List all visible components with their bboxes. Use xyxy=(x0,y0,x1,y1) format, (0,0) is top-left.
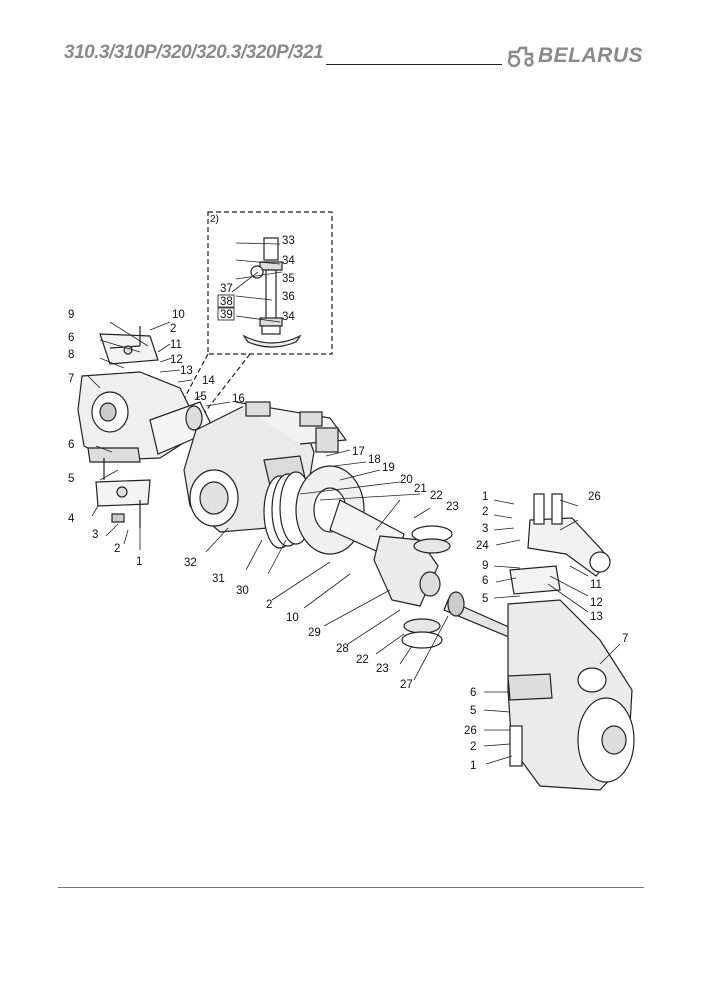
belarus-logo: BELARUS xyxy=(506,44,648,68)
callout-labels: 10 9 2 6 11 8 12 7 13 14 15 16 6 17 18 5… xyxy=(68,309,628,772)
callout: 12 xyxy=(170,354,183,366)
tractor-icon xyxy=(507,46,534,68)
callout: 17 xyxy=(352,446,365,458)
callout: 15 xyxy=(194,391,207,403)
callout: 2 xyxy=(482,506,488,518)
callout: 7 xyxy=(622,633,628,645)
callout: 2 xyxy=(470,741,476,753)
callout: 18 xyxy=(368,454,381,466)
callout: 32 xyxy=(184,557,197,569)
header-rule xyxy=(326,64,502,65)
callout: 6 xyxy=(68,439,74,451)
callout: 6 xyxy=(482,575,488,587)
callout: 30 xyxy=(236,585,249,597)
footer-rule xyxy=(58,887,644,888)
inset-label-37: 37 xyxy=(220,283,233,295)
callout: 6 xyxy=(68,332,74,344)
callout: 1 xyxy=(470,760,476,772)
callout: 22 xyxy=(356,654,369,666)
callout: 5 xyxy=(68,473,74,485)
callout: 10 xyxy=(286,612,299,624)
callout: 27 xyxy=(400,679,413,691)
inset-label-38: 38 xyxy=(220,296,233,308)
callout: 14 xyxy=(202,375,215,387)
callout: 4 xyxy=(68,513,75,525)
callout: 13 xyxy=(590,611,603,623)
callout: 2 xyxy=(266,599,272,611)
callout: 22 xyxy=(430,490,443,502)
callout: 8 xyxy=(68,349,74,361)
callout: 10 xyxy=(172,309,185,321)
callout: 6 xyxy=(470,687,476,699)
callout: 9 xyxy=(68,309,74,321)
callout: 2 xyxy=(170,323,176,335)
callout: 3 xyxy=(92,529,98,541)
callout: 24 xyxy=(476,540,489,552)
callout: 28 xyxy=(336,643,349,655)
callout: 26 xyxy=(588,491,601,503)
callout: 11 xyxy=(590,579,602,591)
callout: 29 xyxy=(308,627,321,639)
inset-label-34b: 34 xyxy=(282,311,295,323)
callout: 23 xyxy=(376,663,389,675)
callout: 16 xyxy=(232,393,245,405)
brand-name: BELARUS xyxy=(538,44,644,67)
callout-leaders xyxy=(87,242,621,765)
callout: 26 xyxy=(464,725,477,737)
callout: 7 xyxy=(68,373,74,385)
callout: 31 xyxy=(212,573,225,585)
kingpin-parts xyxy=(401,525,453,649)
right-hub xyxy=(507,493,635,791)
inset-label-35: 35 xyxy=(282,273,295,285)
callout: 9 xyxy=(482,560,488,572)
callout: 11 xyxy=(170,339,182,351)
inset-label-33: 33 xyxy=(282,235,295,247)
inset-label-39: 39 xyxy=(220,309,233,321)
inset-labels: 2) 33 34 35 36 34 37 38 39 xyxy=(210,214,295,323)
callout: 2 xyxy=(114,543,120,555)
callout: 19 xyxy=(382,462,395,474)
callout: 23 xyxy=(446,501,459,513)
callout: 5 xyxy=(482,593,488,605)
callout: 1 xyxy=(136,556,142,568)
callout: 1 xyxy=(482,491,488,503)
inset-label-36: 36 xyxy=(282,291,295,303)
callout: 13 xyxy=(180,365,193,377)
document-title: 310.3/310P/320/320.3/320P/321 xyxy=(64,42,324,63)
inset-label-34a: 34 xyxy=(282,255,295,267)
callout: 12 xyxy=(590,597,603,609)
inset-note: 2) xyxy=(210,214,219,225)
callout: 3 xyxy=(482,523,488,535)
callout: 20 xyxy=(400,474,413,486)
inset-box xyxy=(207,211,333,355)
callout: 5 xyxy=(470,705,476,717)
callout: 21 xyxy=(414,483,427,495)
